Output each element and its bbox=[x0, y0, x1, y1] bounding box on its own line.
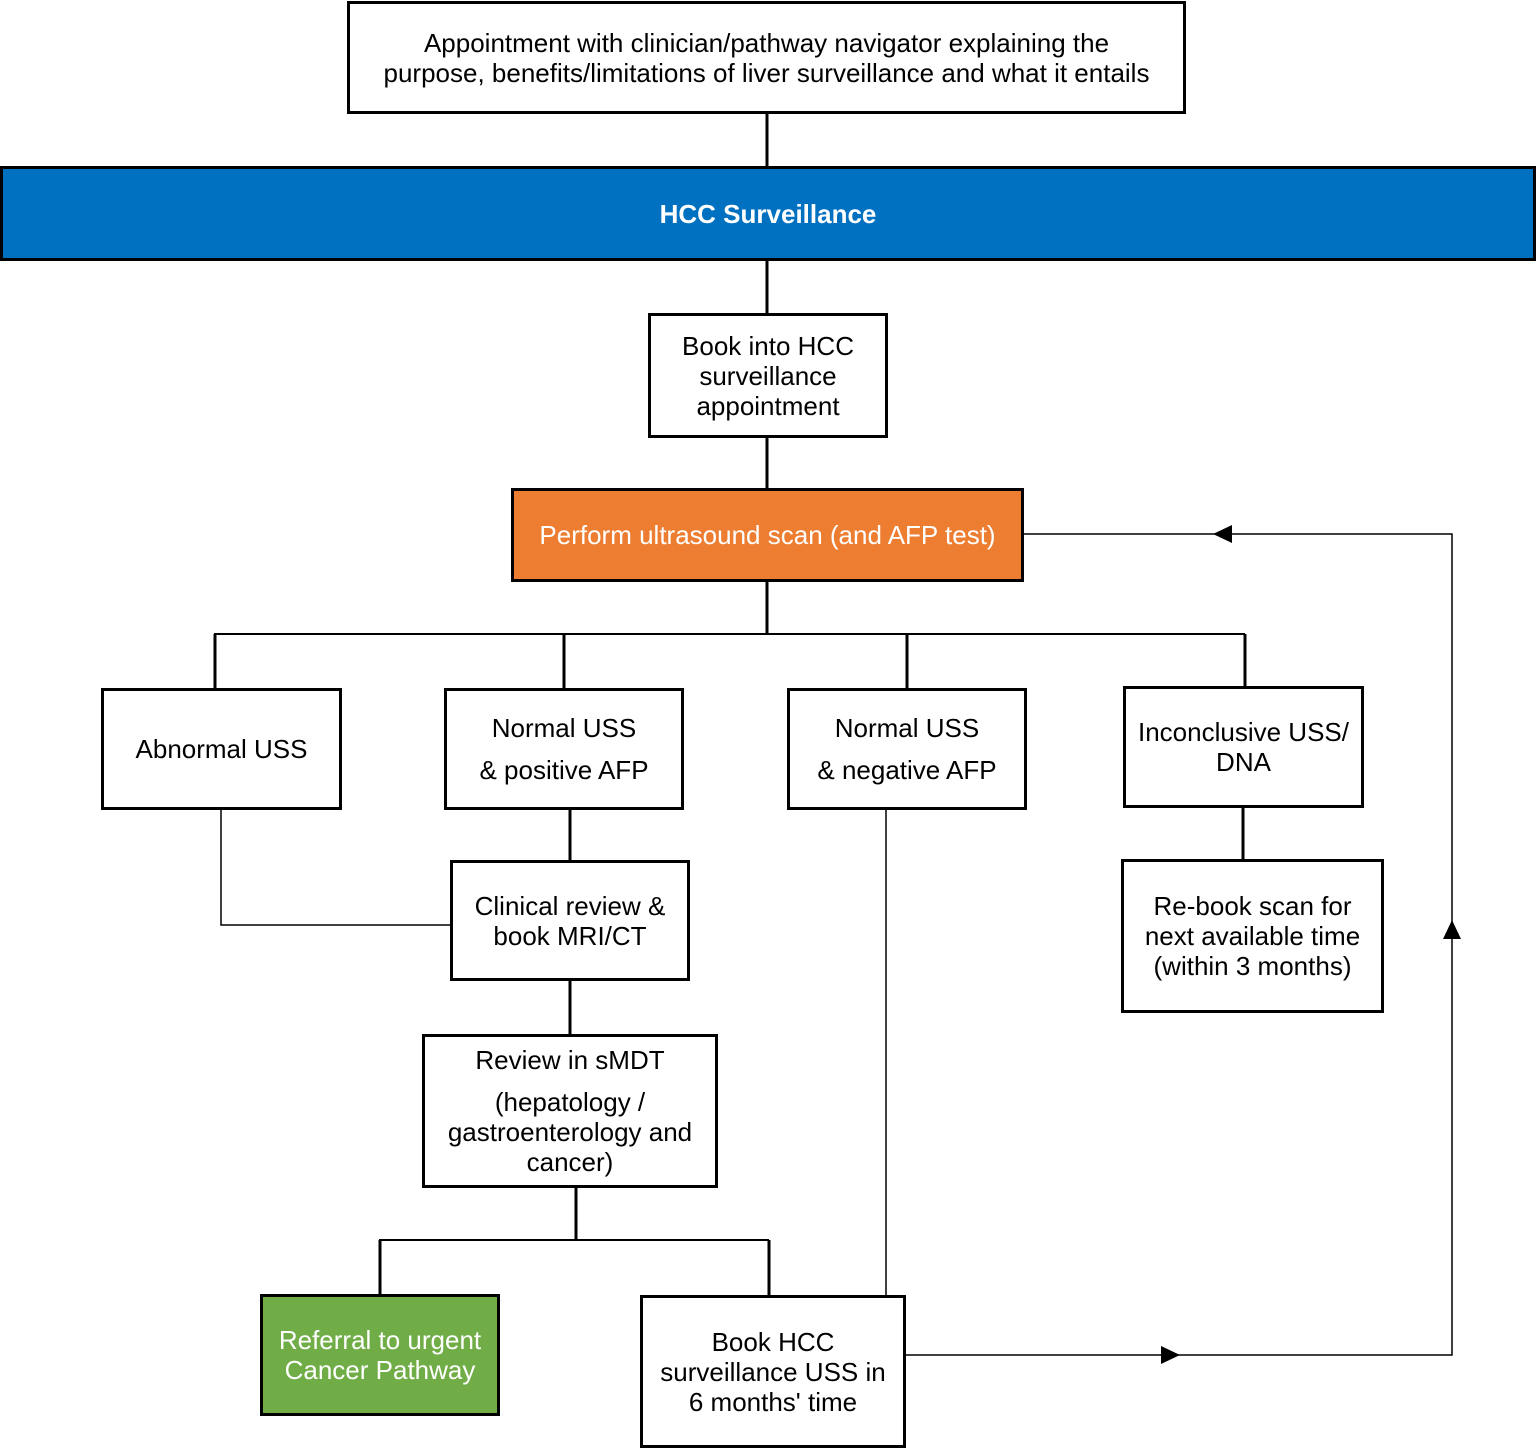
book-6-months-box: Book HCC surveillance USS in 6 months' t… bbox=[640, 1295, 906, 1448]
referral-line-2: Cancer Pathway bbox=[284, 1355, 476, 1385]
rebook-line-2: next available time bbox=[1144, 921, 1361, 951]
book-appointment-line-2: surveillance bbox=[699, 360, 837, 391]
referral-line-1: Referral to urgent bbox=[278, 1325, 482, 1355]
normal-negative-line-1: Normal USS bbox=[834, 713, 980, 743]
book-6-months-line-1: Book HCC bbox=[711, 1326, 835, 1357]
inconclusive-uss-box: Inconclusive USS/ DNA bbox=[1123, 686, 1364, 808]
clinical-review-box: Clinical review & book MRI/CT bbox=[450, 860, 690, 981]
rebook-scan-box: Re-book scan for next available time (wi… bbox=[1121, 859, 1384, 1013]
appointment-line-2: purpose, benefits/limitations of liver s… bbox=[383, 57, 1150, 88]
smdt-line-2: (hepatology / bbox=[494, 1087, 646, 1117]
smdt-line-1: Review in sMDT bbox=[475, 1045, 665, 1075]
book-appointment-box: Book into HCC surveillance appointment bbox=[648, 313, 888, 438]
arrowhead-up-icon bbox=[1443, 920, 1461, 939]
clinical-review-line-1: Clinical review & bbox=[474, 890, 666, 921]
book-6-months-line-2: surveillance USS in bbox=[660, 1356, 886, 1387]
rebook-line-3: (within 3 months) bbox=[1153, 951, 1352, 981]
urgent-cancer-referral-box: Referral to urgent Cancer Pathway bbox=[260, 1294, 500, 1416]
hcc-surveillance-bar: HCC Surveillance bbox=[0, 166, 1536, 261]
rebook-line-1: Re-book scan for bbox=[1153, 891, 1352, 921]
arrowhead-left-icon bbox=[1213, 525, 1232, 543]
hcc-surveillance-title: HCC Surveillance bbox=[659, 198, 877, 229]
inconclusive-line-2: DNA bbox=[1216, 747, 1271, 777]
ultrasound-scan-box: Perform ultrasound scan (and AFP test) bbox=[511, 488, 1024, 582]
smdt-line-4: cancer) bbox=[526, 1147, 614, 1177]
inconclusive-line-1: Inconclusive USS/ bbox=[1138, 717, 1349, 747]
abnormal-uss-label: Abnormal USS bbox=[135, 734, 308, 764]
arrowheads bbox=[1161, 525, 1461, 1364]
appointment-box: Appointment with clinician/pathway navig… bbox=[347, 1, 1186, 114]
book-appointment-line-1: Book into HCC bbox=[682, 330, 854, 361]
normal-positive-line-2: & positive AFP bbox=[479, 755, 649, 785]
arrowhead-right-icon bbox=[1161, 1346, 1180, 1364]
smdt-line-3: gastroenterology and bbox=[447, 1117, 693, 1147]
smdt-review-box: Review in sMDT (hepatology / gastroenter… bbox=[422, 1034, 718, 1188]
book-appointment-line-3: appointment bbox=[696, 390, 840, 421]
abnormal-uss-box: Abnormal USS bbox=[101, 688, 342, 810]
normal-negative-line-2: & negative AFP bbox=[817, 755, 997, 785]
normal-positive-afp-box: Normal USS & positive AFP bbox=[444, 688, 684, 810]
clinical-review-line-2: book MRI/CT bbox=[493, 920, 647, 951]
appointment-line-1: Appointment with clinician/pathway navig… bbox=[423, 27, 1110, 58]
normal-positive-line-1: Normal USS bbox=[491, 713, 637, 743]
book-6-months-line-3: 6 months' time bbox=[688, 1386, 858, 1417]
normal-negative-afp-box: Normal USS & negative AFP bbox=[787, 688, 1027, 810]
connector-abnormal-to-review bbox=[220, 808, 452, 926]
ultrasound-scan-label: Perform ultrasound scan (and AFP test) bbox=[539, 520, 996, 550]
